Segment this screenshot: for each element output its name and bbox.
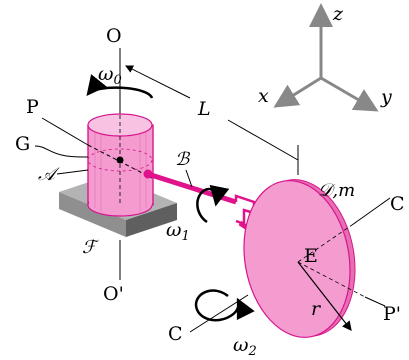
label-G: G bbox=[15, 133, 30, 155]
label-L: L bbox=[197, 98, 211, 120]
A-leader bbox=[56, 169, 89, 175]
label-P: P bbox=[26, 96, 39, 118]
x-axis-label: x bbox=[258, 85, 269, 107]
point-G bbox=[116, 156, 124, 164]
disk-axis-C bbox=[297, 224, 353, 263]
disk-face bbox=[243, 180, 351, 338]
label-O-prime: O' bbox=[103, 283, 124, 305]
label-r: r bbox=[311, 298, 322, 320]
disk-D bbox=[243, 179, 366, 338]
coordinate-axes: z x y bbox=[258, 3, 392, 112]
label-C-lower: C bbox=[168, 323, 183, 345]
z-axis-label: z bbox=[332, 3, 344, 25]
y-axis bbox=[320, 76, 379, 112]
L-dimension-right bbox=[227, 119, 299, 161]
line-P-prime bbox=[364, 296, 386, 307]
y-axis-label: y bbox=[380, 86, 392, 108]
G-leader bbox=[34, 145, 89, 158]
disk-radius bbox=[297, 261, 352, 331]
label-O: O bbox=[106, 25, 122, 47]
frame-right bbox=[126, 203, 177, 237]
rod-end-A bbox=[143, 169, 153, 179]
label-E: E bbox=[304, 245, 318, 267]
cylinder-mid-hidden bbox=[87, 148, 153, 172]
line-P-dashed bbox=[87, 144, 153, 179]
label-D-m: 𝒟,m bbox=[318, 180, 355, 201]
label-omega2: ω2 bbox=[233, 334, 257, 359]
line-P bbox=[41, 117, 89, 146]
axis-C-upper bbox=[351, 197, 391, 226]
omega0-arrow bbox=[86, 74, 154, 99]
label-omega0: ω0 bbox=[98, 63, 122, 88]
disk-axis-P bbox=[297, 261, 366, 298]
frame-left bbox=[59, 192, 126, 237]
L-dimension-left bbox=[125, 65, 191, 99]
label-B: ℬ bbox=[175, 149, 191, 170]
label-omega1: ω1 bbox=[166, 219, 190, 244]
label-C-upper: C bbox=[390, 193, 405, 215]
B-leader bbox=[185, 169, 193, 188]
label-P-prime: P' bbox=[383, 303, 401, 325]
label-F: ℱ bbox=[82, 237, 99, 258]
label-A: 𝒜 bbox=[38, 164, 60, 185]
x-axis bbox=[273, 76, 322, 108]
omega1-arrow bbox=[196, 184, 230, 224]
omega2-arrow bbox=[194, 289, 255, 322]
cylinder-A bbox=[87, 113, 154, 217]
